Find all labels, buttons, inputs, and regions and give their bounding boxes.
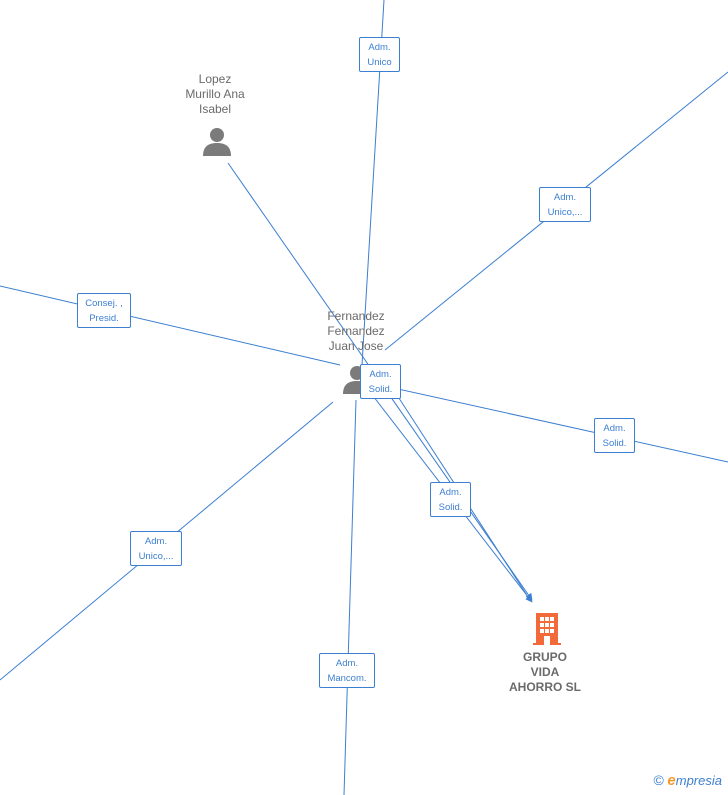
- role-box[interactable]: Adm. Mancom.: [319, 653, 375, 688]
- company-name[interactable]: GRUPO VIDA AHORRO SL: [509, 650, 581, 694]
- role-box[interactable]: Adm. Unico,...: [539, 187, 591, 222]
- person-icon[interactable]: [202, 126, 232, 156]
- role-box[interactable]: Adm. Solid.: [594, 418, 635, 453]
- brand-text: mpresia: [675, 773, 722, 788]
- role-box[interactable]: Adm. Solid.: [360, 364, 401, 399]
- role-box[interactable]: Adm. Unico,...: [130, 531, 182, 566]
- role-box[interactable]: Consej. , Presid.: [77, 293, 131, 328]
- copyright-icon: ©: [653, 772, 664, 788]
- building-icon[interactable]: [532, 611, 562, 645]
- edge-bottom: [343, 399, 357, 795]
- person-name-lopez: Lopez Murillo Ana Isabel: [185, 72, 245, 116]
- brand-e: e: [667, 772, 676, 789]
- role-box[interactable]: Adm. Solid.: [430, 482, 471, 517]
- role-box[interactable]: Adm. Unico: [359, 37, 400, 72]
- brand-logo: © empresia: [653, 772, 722, 789]
- person-name-fernandez: Fernandez Fernandez Juan Jose: [327, 309, 385, 353]
- edge-left: [0, 285, 341, 366]
- edge-right: [379, 384, 728, 463]
